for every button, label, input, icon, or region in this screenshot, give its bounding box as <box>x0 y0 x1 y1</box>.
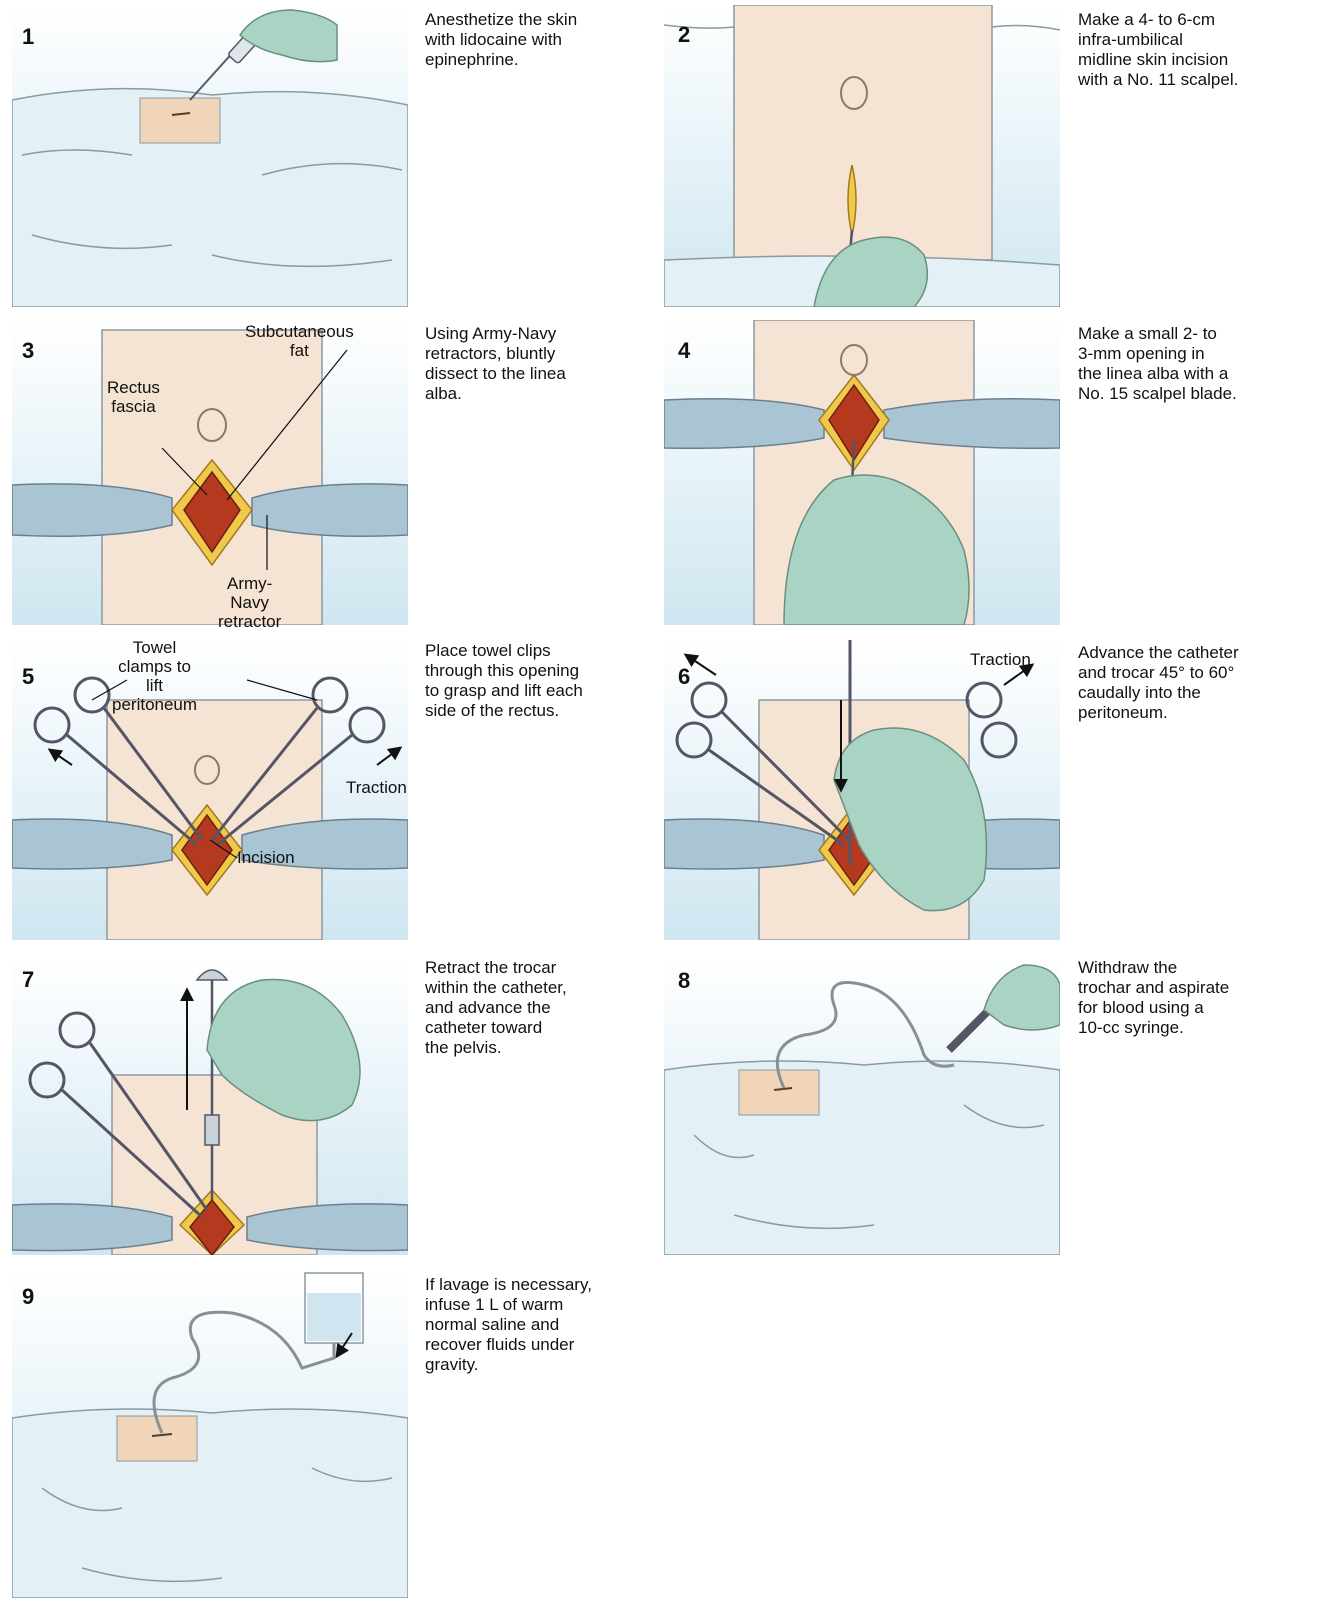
right-clamp-ring-lower <box>350 708 384 742</box>
gloved-hand <box>240 10 337 62</box>
step-1-illustration <box>12 5 408 307</box>
step-description: Make a small 2- to 3-mm opening in the l… <box>1078 324 1313 404</box>
traction-label: Traction <box>346 778 407 797</box>
right-retractor <box>252 484 408 536</box>
step-9-illustration <box>12 1268 408 1598</box>
clamp-ring-3 <box>967 683 1001 717</box>
step-6-illustration <box>664 640 1060 940</box>
step-description: Withdraw the trochar and aspirate for bl… <box>1078 958 1313 1038</box>
clamp-ring-1 <box>60 1013 94 1047</box>
traction-arrow-left <box>686 655 716 675</box>
incision-label: Incision <box>237 848 295 867</box>
step-6-drawing <box>664 640 1060 940</box>
step-number: 6 <box>678 664 690 690</box>
catheter-hub <box>205 1115 219 1145</box>
step-description: Make a 4- to 6-cm infra-umbilical midlin… <box>1078 10 1313 90</box>
left-clamp-ring-lower <box>35 708 69 742</box>
traction-arrow-right <box>377 748 400 765</box>
left-retractor <box>12 1204 172 1251</box>
step-number: 1 <box>22 24 34 50</box>
saline-fluid <box>307 1293 361 1341</box>
towel-clamp-leader-right <box>247 680 317 700</box>
abdomen-skin <box>734 5 992 260</box>
right-retractor <box>884 399 1060 449</box>
army-navy-retractor-label: Army-Navy retractor <box>218 574 281 631</box>
exposed-skin <box>140 98 220 143</box>
right-clamp-ring-upper <box>313 678 347 712</box>
clamp-ring-2 <box>30 1063 64 1097</box>
step-2-drawing <box>664 5 1060 307</box>
left-retractor <box>12 484 172 536</box>
clamp-ring-1 <box>692 683 726 717</box>
step-8-drawing <box>664 955 1060 1255</box>
step-description: Retract the trocar within the catheter, … <box>425 958 635 1058</box>
step-number: 9 <box>22 1284 34 1310</box>
step-3-drawing <box>12 320 408 625</box>
traction-arrow-left <box>50 750 72 765</box>
rectus-fascia-label: Rectus fascia <box>107 378 160 416</box>
step-number: 4 <box>678 338 690 364</box>
left-retractor <box>664 399 824 449</box>
left-clamp-ring-upper <box>75 678 109 712</box>
step-description: Using Army-Navy retractors, bluntly diss… <box>425 324 635 404</box>
step-4-drawing <box>664 320 1060 625</box>
step-9-drawing <box>12 1268 408 1598</box>
step-7-illustration <box>12 955 408 1255</box>
step-number: 5 <box>22 664 34 690</box>
subcutaneous-fat-label: Subcutaneous fat <box>245 322 354 360</box>
traction-label: Traction <box>970 650 1031 669</box>
clamp-ring-4 <box>982 723 1016 757</box>
step-description: Advance the catheter and trocar 45° to 6… <box>1078 643 1313 723</box>
step-description: Place towel clips through this opening t… <box>425 641 635 721</box>
step-8-illustration <box>664 955 1060 1255</box>
step-number: 7 <box>22 967 34 993</box>
step-number: 3 <box>22 338 34 364</box>
surgical-drape <box>12 1409 408 1598</box>
clamp-ring-2 <box>677 723 711 757</box>
step-2-illustration <box>664 5 1060 307</box>
step-4-illustration <box>664 320 1060 625</box>
step-number: 8 <box>678 968 690 994</box>
step-1-drawing <box>12 5 408 307</box>
step-number: 2 <box>678 22 690 48</box>
step-description: If lavage is necessary, infuse 1 L of wa… <box>425 1275 650 1375</box>
step-3-illustration <box>12 320 408 625</box>
gloved-hand <box>984 965 1060 1030</box>
step-description: Anesthetize the skin with lidocaine with… <box>425 10 635 70</box>
trocar-cap <box>197 970 227 980</box>
step-7-drawing <box>12 955 408 1255</box>
towel-clamps-label: Towel clamps to lift peritoneum <box>112 638 197 714</box>
